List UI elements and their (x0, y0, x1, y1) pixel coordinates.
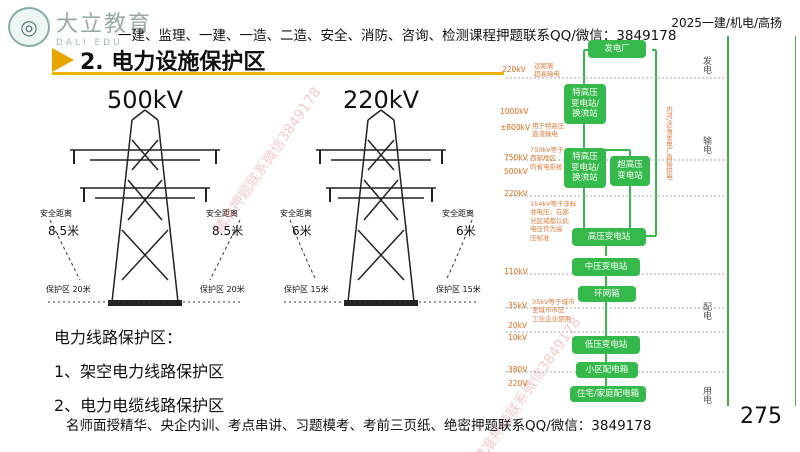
voltage-label: 220kV (504, 189, 528, 198)
safe-distance-value-right: 6米 (456, 224, 476, 238)
node-hv-substation: 高压变电站 (572, 228, 646, 246)
voltage-label: 110kV (504, 267, 528, 276)
body-item-cable: 2、电力电缆线路保护区 (54, 396, 225, 415)
protection-zone-label-right: 保护区 20米 (200, 285, 245, 294)
safe-distance-label-left: 安全距离 (280, 209, 312, 218)
voltage-label: 750kV (504, 153, 528, 162)
logo: ◎ 大立教育 DALI EDU (8, 6, 152, 48)
page-number: 275 (740, 404, 782, 429)
safe-distance-value-right: 8.5米 (212, 224, 244, 238)
voltage-label: 10kV (508, 333, 528, 342)
top-banner: 一建、监理、一建、一造、二造、安全、消防、咨询、检测课程押题联系QQ/微信：38… (118, 28, 677, 44)
node-ehv-substation: 超高压 变电站 (610, 156, 650, 186)
voltage-label: 500kV (504, 167, 528, 176)
title-underline (52, 72, 504, 75)
category-distribution: 配电 (701, 302, 711, 320)
title-arrow-icon (52, 48, 74, 72)
logo-emblem-icon: ◎ (8, 7, 50, 47)
safe-distance-value-left: 8.5米 (48, 224, 80, 238)
note-750kv: 750kV等于 西部地区 的省电系统 (530, 146, 564, 171)
voltage-label: 1000kV (500, 107, 529, 116)
tower-500kv-drawing (48, 109, 242, 306)
title-row: 2. 电力设施保护区 (52, 44, 265, 76)
note-direct-supply: 内河/近海发电厂直接供电 (664, 106, 673, 180)
tower-illustration: 500kV 安全距离 8.5米 安全距离 8.5米 保护区 20米 保护区 20… (40, 80, 490, 312)
power-grid-diagram: 发电厂 特高压 变电站/ 换流站 特高压 变电站/ 换流站 超高压 变电站 高压… (496, 36, 796, 406)
node-community-box: 小区配电箱 (576, 362, 638, 378)
node-ring-main-unit: 环网箱 (578, 286, 636, 302)
body-heading: 电力线路保护区： (54, 328, 183, 347)
tower-500kv: 500kV 安全距离 8.5米 安全距离 8.5米 保护区 20米 保护区 20… (40, 80, 250, 312)
voltage-label: 20kV (508, 321, 528, 330)
note-154kv: 154kV等于非标 准电压，在部 分区域都以此 电压作为高 压标准 (530, 200, 577, 242)
tower-220kv: 220kV 安全距离 6米 安全距离 6米 保护区 15米 保护区 15米 (276, 80, 486, 312)
body-item-overhead: 1、架空电力线路保护区 (54, 362, 225, 381)
voltage-label: 35kV (508, 301, 528, 310)
note-long-distance: 远距离 超高输电 (534, 62, 560, 79)
page-title: 2. 电力设施保护区 (80, 50, 266, 75)
category-consumption: 用电 (701, 386, 711, 404)
category-generation: 发电 (701, 56, 711, 74)
note-35kv: 35kV等于城市 至城市市区 工业企业使用 (532, 298, 575, 323)
tower-voltage: 220kV (342, 86, 420, 114)
node-uhv-substation-2: 特高压 变电站/ 换流站 (564, 148, 606, 188)
note-uhv-dc: 用于特高压 直流输电 (532, 122, 565, 139)
node-lv-substation: 低压变电站 (572, 336, 640, 354)
tower-220kv-drawing (284, 109, 478, 306)
logo-text: 大立教育 DALI EDU (56, 6, 152, 48)
voltage-label: 220kV (502, 65, 526, 74)
tower-voltage: 500kV (106, 86, 184, 114)
safe-distance-label-right: 安全距离 (206, 209, 238, 218)
node-home-box: 住宅/家庭配电箱 (570, 386, 646, 402)
voltage-label: 220V (508, 379, 528, 388)
logo-name-en: DALI EDU (56, 38, 123, 48)
voltage-label: 380V (508, 365, 528, 374)
node-mv-substation: 中压变电站 (572, 258, 640, 276)
safe-distance-label-right: 安全距离 (442, 209, 474, 218)
safe-distance-value-left: 6米 (292, 224, 312, 238)
safe-distance-label-left: 安全距离 (40, 209, 72, 218)
protection-zone-label: 保护区 15米 (284, 285, 329, 294)
protection-zone-label: 保护区 20米 (46, 285, 91, 294)
course-tag: 2025一建/机电/高扬 (671, 16, 782, 30)
logo-name-cn: 大立教育 (56, 12, 153, 37)
protection-zone-label-right: 保护区 15米 (436, 285, 481, 294)
category-transmission: 输电 (701, 136, 711, 154)
node-power-plant: 发电厂 (588, 40, 646, 58)
footer-banner: 名师面授精华、央企内训、考点串讲、习题模考、考前三页纸、绝密押题联系QQ/微信：… (66, 418, 652, 434)
node-uhv-substation: 特高压 变电站/ 换流站 (564, 84, 606, 124)
voltage-label: ±800kV (500, 123, 531, 132)
